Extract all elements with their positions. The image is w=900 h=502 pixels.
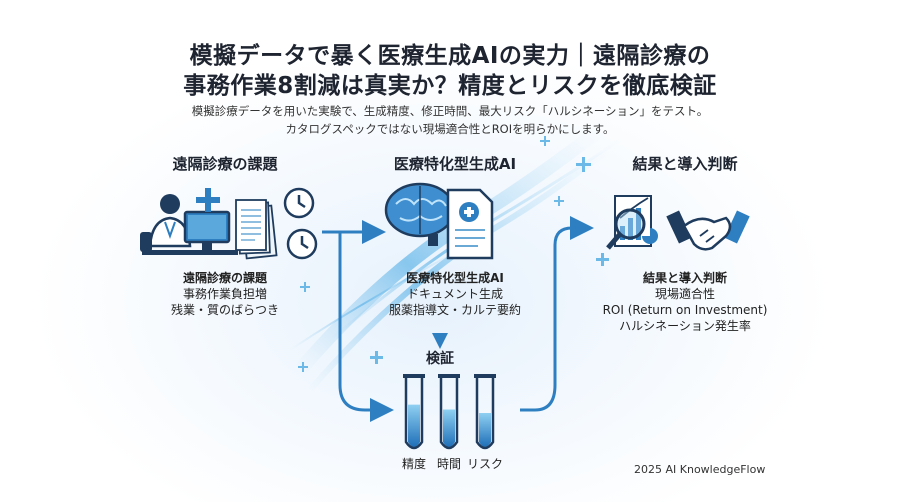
handshake-icon: [666, 210, 750, 251]
verification-heading: 検証: [426, 351, 454, 367]
right-label-line3: ハルシネーション発生率: [619, 319, 751, 333]
tube-label-accuracy: 精度: [401, 457, 426, 471]
tube-liquid-1: [443, 409, 455, 447]
left-column-label: 遠隔診療の課題 事務作業負担増 残業・質のばらつき: [150, 270, 300, 318]
subtitle-line2: カタログスペックではない現場適合性とROIを明らかにします。: [285, 122, 615, 136]
right-label-title: 結果と導入判断: [642, 271, 727, 285]
center-label-title: 医療特化型生成AI: [406, 271, 504, 285]
center-column-label: 医療特化型生成AI ドキュメント生成 服薬指導文・カルテ要約: [370, 270, 540, 318]
tube-glass-0: [404, 378, 424, 450]
right-label-line1: 現場適合性: [654, 287, 715, 301]
page-title-line1: 模擬データで暴く医療生成AIの実力｜遠隔診療の: [189, 43, 711, 69]
test-tubes: [403, 374, 496, 450]
center-column-heading: 医療特化型生成AI: [393, 155, 517, 173]
center-label-line1: ドキュメント生成: [406, 287, 503, 301]
clock-icon: [283, 187, 318, 260]
test-tube-2: [474, 374, 496, 450]
footer-credit: 2025 AI KnowledgeFlow: [634, 463, 766, 476]
subtitle-line1: 模擬診療データを用いた実験で、生成精度、修正時間、最大リスク「ハルシネーション」…: [191, 104, 709, 118]
document-stack-icon: [235, 199, 278, 260]
right-label-line2: ROI (Return on Investment): [602, 303, 768, 317]
tube-liquid-2: [479, 413, 491, 447]
center-label-line2: 服薬指導文・カルテ要約: [388, 303, 521, 317]
tube-label-time: 時間: [436, 457, 461, 471]
tube-rim-1: [438, 374, 460, 378]
left-label-title: 遠隔診療の課題: [182, 271, 267, 285]
tube-glass-2: [475, 378, 495, 450]
medical-document-icon: [446, 188, 494, 260]
tube-label-risk: リスク: [466, 457, 503, 471]
tube-glass-1: [439, 378, 459, 450]
doctor-at-computer-icon: [140, 194, 238, 255]
flow-arrows: [322, 216, 594, 422]
test-tube-1: [438, 374, 460, 450]
tube-rim-0: [403, 374, 425, 378]
plus-icon: [196, 188, 220, 212]
right-column-label: 結果と導入判断 現場適合性 ROI (Return on Investment)…: [590, 270, 780, 334]
left-column-heading: 遠隔診療の課題: [172, 155, 278, 173]
tube-liquid-0: [408, 404, 420, 447]
magnifier-chart-icon: [606, 195, 658, 250]
tube-rim-2: [474, 374, 496, 378]
page-title-line2: 事務作業8割減は真実か？精度とリスクを徹底検証: [183, 73, 717, 99]
sparkle-icons: [298, 136, 609, 372]
right-column-heading: 結果と導入判断: [632, 155, 738, 173]
left-label-line2: 残業・質のばらつき: [170, 303, 279, 317]
test-tube-0: [403, 374, 425, 450]
left-label-line1: 事務作業負担増: [182, 287, 267, 301]
